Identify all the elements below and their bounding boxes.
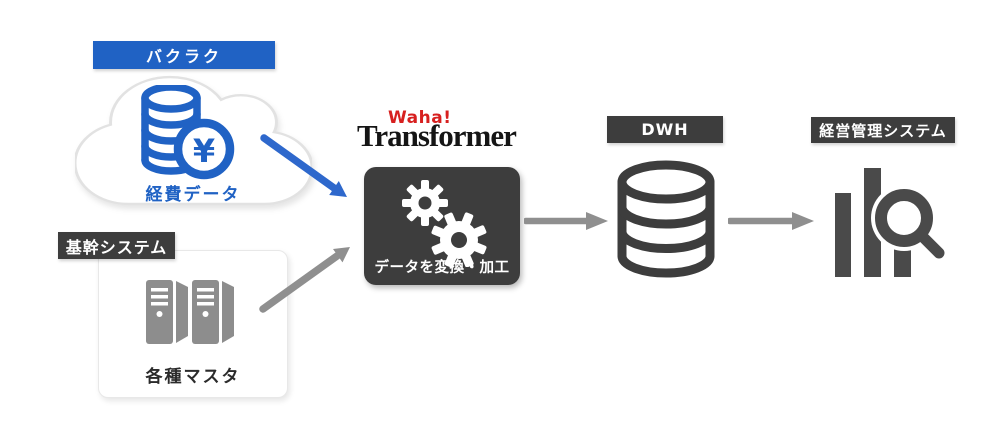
arrow-dwh-to-management-icon [728, 212, 814, 230]
server-towers-icon [146, 280, 234, 344]
core-system-badge: 基幹システム [58, 232, 175, 259]
bakuraku-caption: 経費データ [145, 185, 241, 205]
waha-transformer-logo: Waha! Transformer [357, 108, 527, 160]
transformer-box: データを変換・加工 [364, 167, 520, 285]
bakuraku-badge-label: バクラク [145, 47, 222, 66]
arrow-transformer-to-dwh-icon [524, 212, 608, 230]
bakuraku-badge: バクラク [93, 41, 275, 69]
arrow-bakuraku-to-transformer-icon [260, 134, 347, 197]
bar-chart-magnifier-icon [835, 168, 948, 277]
transformer-caption: データを変換・加工 [374, 260, 510, 276]
waha-logo-top: Waha! [388, 108, 452, 128]
database-cylinder-icon [617, 160, 715, 278]
dwh-badge-label: DWH [641, 120, 689, 139]
yen-symbol: ¥ [193, 132, 215, 170]
core-system-badge-label: 基幹システム [65, 237, 168, 257]
management-badge-label: 経営管理システム [819, 121, 947, 140]
gears-icon [402, 180, 487, 267]
dwh-badge: DWH [607, 116, 723, 143]
waha-logo-main: Transformer [357, 118, 517, 153]
yen-coin-stack-icon: ¥ [141, 85, 235, 180]
yen-circle [173, 118, 235, 180]
arrow-core-to-transformer-icon [259, 247, 350, 313]
management-badge: 経営管理システム [811, 117, 955, 143]
core-system-caption: 各種マスタ [145, 367, 241, 387]
